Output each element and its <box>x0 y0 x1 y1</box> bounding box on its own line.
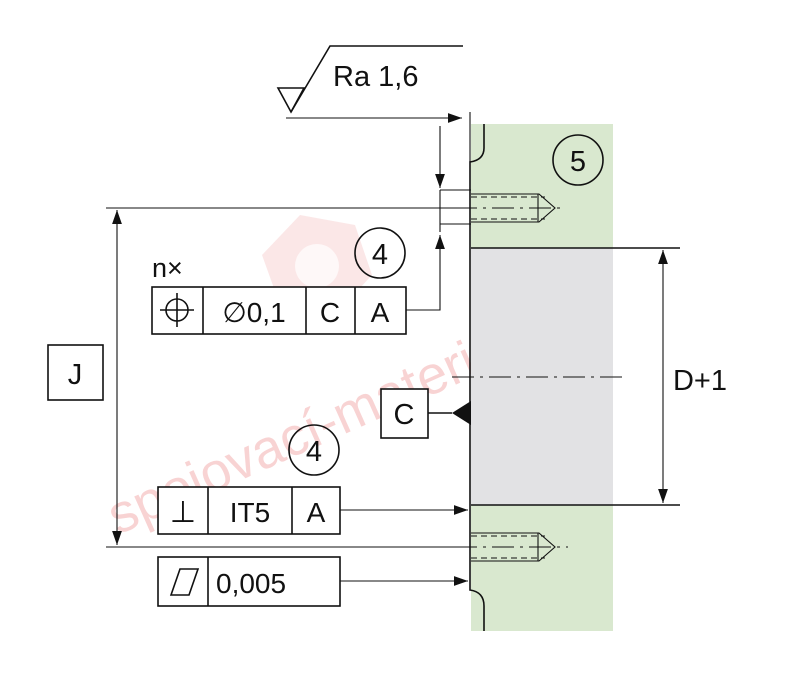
perpendicular-icon: ⊥ <box>170 496 196 529</box>
position-datum-2: A <box>371 297 390 328</box>
threaded-hole-top <box>455 193 560 223</box>
dimension-bore-label: D+1 <box>673 365 727 397</box>
position-icon <box>160 293 194 327</box>
datum-feature-label: C <box>394 399 415 431</box>
part-lower-section <box>471 505 613 631</box>
flatness-tolerance: 0,005 <box>216 568 286 599</box>
surface-roughness-symbol: Ra 1,6 <box>276 45 463 123</box>
part-body <box>452 124 680 631</box>
datum-triangle-icon <box>452 401 471 425</box>
balloon-4-position-label: 4 <box>372 239 388 271</box>
dimension-bore: D+1 <box>658 250 727 503</box>
dimension-J: J <box>47 207 470 548</box>
dimension-J-label: J <box>68 359 83 391</box>
watermark-nut-hole <box>295 244 339 288</box>
part-upper-section <box>471 124 613 248</box>
position-datum-1: C <box>320 297 340 328</box>
perpendicular-datum: A <box>307 497 326 528</box>
position-prefix: n× <box>152 253 183 283</box>
balloon-4-perpendicular-label: 4 <box>306 436 322 468</box>
balloon-item-5: 5 <box>552 134 604 186</box>
position-leader <box>406 235 445 311</box>
position-tolerance-frame: n× 4 ∅0,1 C A <box>151 227 445 335</box>
datum-feature-C: C <box>380 388 471 439</box>
position-tolerance: ∅0,1 <box>222 297 285 328</box>
perpendicularity-frame: 4 ⊥ IT5 A <box>157 424 468 535</box>
threaded-hole-bottom <box>455 532 568 562</box>
perpendicular-tolerance: IT5 <box>230 497 270 528</box>
balloon-5-label: 5 <box>570 146 586 178</box>
flatness-frame: 0,005 <box>157 556 468 607</box>
roughness-label: Ra 1,6 <box>333 61 418 93</box>
part-outline <box>469 124 485 631</box>
flatness-icon <box>169 568 200 596</box>
